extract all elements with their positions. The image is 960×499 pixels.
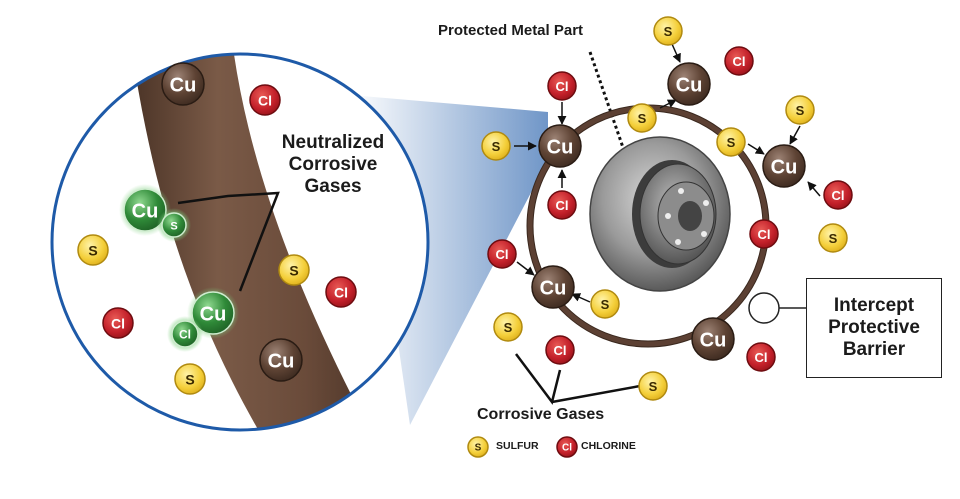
atom-symbol: Cl [733, 54, 746, 69]
protected-metal-part-label: Protected Metal Part [438, 22, 584, 39]
chlorine-atom-icon: Cl [547, 190, 577, 220]
copper-atom-icon: Cu [531, 265, 575, 309]
atom-symbol: Cl [496, 247, 509, 262]
sulfur-atom-icon: S [627, 103, 657, 133]
atom-symbol: Cl [755, 350, 768, 365]
atom-symbol: S [185, 371, 194, 387]
sulfur-atom-icon: S [493, 312, 523, 342]
barrier-line-3: Barrier [842, 339, 906, 360]
chlorine-atom-icon: Cl [823, 180, 853, 210]
chlorine-atom-icon: Cl [547, 71, 577, 101]
sulfur-atom-icon: S [77, 234, 109, 266]
neutralized-line-1: Neutralized [281, 132, 385, 153]
sulfur-atom-icon: S [481, 131, 511, 161]
sulfur-atom-icon: S [638, 371, 668, 401]
atom-symbol: Cu [676, 75, 703, 97]
copper-atom-icon: Cu [538, 124, 582, 168]
atom-symbol: S [475, 443, 482, 454]
atom-symbol: Cl [758, 227, 771, 242]
copper-atom-icon: Cu [259, 338, 303, 382]
atom-symbol: Cl [334, 284, 348, 300]
copper-atom-icon: Cu [762, 144, 806, 188]
zoom-circle [50, 52, 430, 432]
atom-symbol: Cu [540, 278, 567, 300]
atom-symbol: S [170, 220, 177, 232]
copper-atom-icon: Cu [667, 62, 711, 106]
atom-symbol: Cu [771, 157, 798, 179]
neutralized-chlorine-icon: Cl [167, 316, 203, 352]
atom-symbol: Cu [547, 137, 574, 159]
barrier-line-2: Protective [828, 317, 920, 338]
neutralized-line-3: Gases [304, 176, 362, 197]
atom-symbol: Cu [268, 351, 295, 373]
atom-symbol: S [289, 262, 298, 278]
atom-symbol: S [664, 24, 673, 39]
atom-symbol: Cl [179, 328, 191, 342]
corrosive-pointers [515, 353, 641, 405]
chlorine-atom-icon: Cl [487, 239, 517, 269]
atom-symbol: Cl [556, 198, 569, 213]
chlorine-atom-icon: Cl [545, 335, 575, 365]
atom-symbol: S [796, 103, 805, 118]
chlorine-atom-icon: Cl [249, 84, 281, 116]
sulfur-atom-icon: S [278, 254, 310, 286]
atoms-layer: CuClSSClClSCuCuSCuClCuCuCuCuCuSClClSSSSC… [77, 16, 853, 401]
atom-symbol: S [829, 231, 838, 246]
atom-symbol: Cu [170, 75, 197, 97]
copper-atom-icon: Cu [691, 317, 735, 361]
atom-symbol: Cu [132, 201, 159, 223]
atom-symbol: Cu [200, 304, 227, 326]
atom-symbol: Cl [556, 79, 569, 94]
atom-symbol: S [649, 379, 658, 394]
atom-symbol: Cl [554, 343, 567, 358]
chlorine-atom-icon: Cl [746, 342, 776, 372]
atom-symbol: Cl [562, 443, 572, 454]
sulfur-atom-icon: S [174, 363, 206, 395]
legend: S Cl [467, 436, 578, 458]
atom-symbol: S [492, 139, 501, 154]
barrier-line-1: Intercept [833, 295, 915, 316]
neutralized-gases-label: Neutralized Corrosive Gases [258, 132, 408, 198]
intercept-barrier-callout: Intercept Protective Barrier [806, 278, 942, 378]
sulfur-atom-icon: S [653, 16, 683, 46]
legend-sulfur-label: SULFUR [496, 440, 539, 452]
neutralized-line-2: Corrosive [288, 154, 378, 175]
sulfur-atom-icon: S [590, 289, 620, 319]
protected-pointer [588, 51, 630, 163]
copper-atom-icon: Cu [161, 62, 205, 106]
neutralized-sulfur-icon: S [157, 208, 191, 242]
copper-band [130, 54, 380, 430]
sulfur-atom-icon: S [818, 223, 848, 253]
corrosive-gases-label: Corrosive Gases [477, 406, 605, 423]
chlorine-atom-icon: Cl [102, 307, 134, 339]
atom-symbol: S [727, 135, 736, 150]
chlorine-atom-icon: Cl [724, 46, 754, 76]
legend-chlorine-label: CHLORINE [581, 440, 636, 452]
atom-symbol: S [504, 320, 513, 335]
sulfur-atom-icon: S [785, 95, 815, 125]
chlorine-atom-icon: Cl [556, 436, 578, 458]
atom-symbol: S [601, 297, 610, 312]
atom-symbol: Cu [700, 330, 727, 352]
chlorine-atom-icon: Cl [325, 276, 357, 308]
atom-symbol: Cl [111, 315, 125, 331]
atom-symbol: S [638, 111, 647, 126]
reaction-arrows [514, 43, 821, 303]
sulfur-atom-icon: S [716, 127, 746, 157]
barrier-marker [748, 292, 780, 324]
atom-symbol: S [88, 242, 97, 258]
neutralized-pointers [177, 191, 280, 292]
sulfur-atom-icon: S [467, 436, 489, 458]
atom-symbol: Cl [832, 188, 845, 203]
atom-symbol: Cl [258, 92, 272, 108]
chlorine-atom-icon: Cl [749, 219, 779, 249]
brake-rotor-icon [589, 136, 731, 292]
